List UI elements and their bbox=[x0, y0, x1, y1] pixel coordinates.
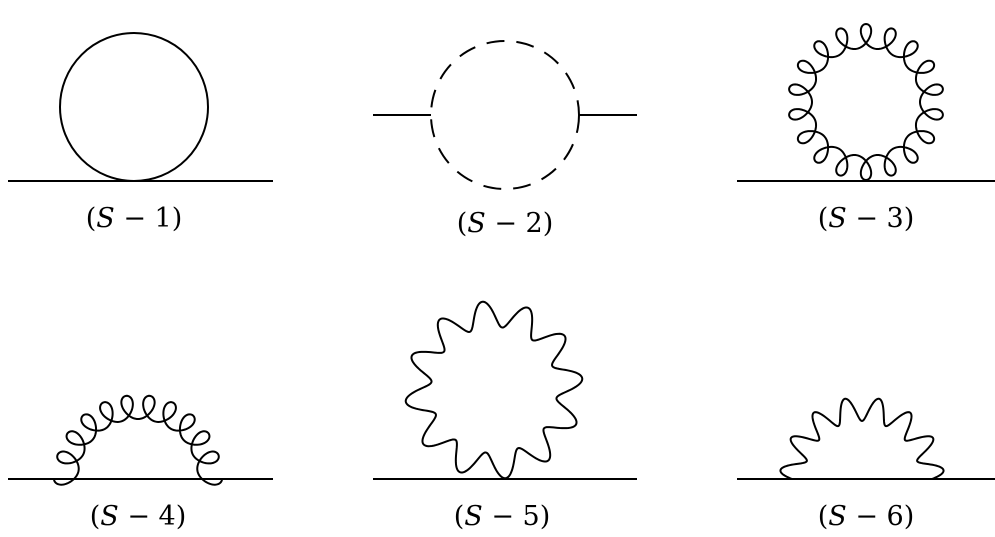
diagram-s4: (S − 4) bbox=[8, 394, 273, 532]
s6-photon-arc bbox=[779, 397, 945, 480]
s1-loop bbox=[59, 32, 209, 182]
s3-gluon-loop bbox=[788, 22, 944, 181]
diagram-s2: (S − 2) bbox=[373, 40, 637, 239]
s3-caption: (S − 3) bbox=[818, 203, 915, 234]
diagram-s6: (S − 6) bbox=[737, 397, 995, 532]
diagram-s1: (S − 1) bbox=[8, 32, 273, 234]
diagram-s5: (S − 5) bbox=[373, 300, 637, 532]
s2-dashed-loop bbox=[430, 40, 580, 190]
s4-caption: (S − 4) bbox=[90, 501, 187, 532]
s4-gluon-arc bbox=[53, 394, 223, 486]
s1-caption: (S − 1) bbox=[86, 203, 183, 234]
s5-photon-loop bbox=[404, 300, 584, 480]
diagram-s3: (S − 3) bbox=[737, 22, 995, 234]
s6-caption: (S − 6) bbox=[818, 501, 915, 532]
s5-caption: (S − 5) bbox=[454, 501, 551, 532]
s2-caption: (S − 2) bbox=[457, 208, 554, 239]
